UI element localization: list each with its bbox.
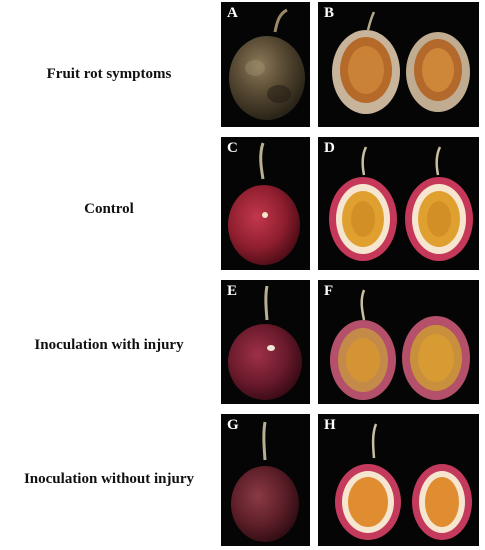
photo-panel-g: G	[221, 414, 310, 546]
injured-halved-fruit-image	[330, 289, 470, 400]
photo-panel-c: C	[221, 137, 310, 270]
panel-letter-c: C	[227, 140, 238, 156]
panel-letter-b: B	[324, 5, 335, 21]
uninjured-halved-fruit-image	[335, 423, 472, 540]
row-label-fruit-rot-symptoms: Fruit rot symptoms	[46, 66, 172, 82]
photo-panel-d: D	[318, 137, 479, 270]
panel-letter-d: D	[324, 140, 335, 156]
panel-letter-f: F	[324, 283, 334, 299]
row-label-inoculation-without-injury: Inoculation without injury	[23, 471, 195, 487]
control-whole-fruit-image	[228, 142, 300, 265]
photo-panel-b: B	[318, 2, 479, 127]
panel-letter-a: A	[227, 5, 238, 21]
control-halved-fruit-image	[329, 146, 473, 261]
panel-letter-g: G	[227, 417, 239, 433]
panel-letter-e: E	[227, 283, 238, 299]
photo-panel-a: A	[221, 2, 310, 127]
photo-panel-f: F	[318, 280, 479, 404]
row-label-inoculation-with-injury: Inoculation with injury	[34, 337, 184, 353]
row-label-control: Control	[84, 201, 134, 217]
rotten-halved-fruit-image	[332, 11, 470, 114]
photo-panel-h: H	[318, 414, 479, 546]
panel-letter-h: H	[324, 417, 336, 433]
photo-panel-e: E	[221, 280, 310, 404]
uninjured-whole-fruit-image	[231, 421, 299, 542]
injured-whole-fruit-image	[228, 285, 302, 400]
rotten-whole-fruit-image	[229, 8, 305, 120]
